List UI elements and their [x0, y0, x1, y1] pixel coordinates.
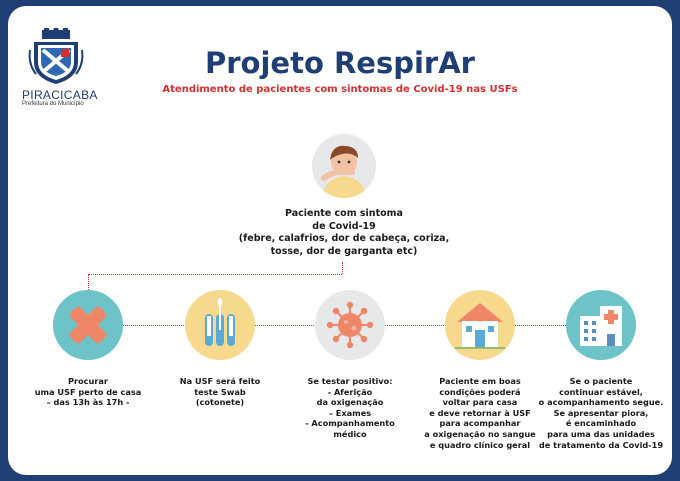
patient-symptoms-text: Paciente com sintoma de Covid-19 (febre,…	[238, 208, 450, 257]
step-2-text: Na USF será feito teste Swab (cotonete)	[179, 376, 261, 408]
red-cross-icon	[69, 306, 107, 344]
step-5-text: Se o paciente continuar estável, o acomp…	[538, 376, 664, 450]
step-3-text: Se testar positivo: - Aferição da oxigen…	[305, 376, 395, 439]
house-icon	[455, 303, 505, 349]
step-4-text: Paciente em boas condições poderá voltar…	[424, 376, 536, 450]
sick-person-icon	[321, 145, 366, 198]
connector-horizontal-top	[88, 274, 342, 275]
infographic-card: PIRACICABA Prefeitura do Município Proje…	[8, 6, 672, 475]
city-logo: PIRACICABA Prefeitura do Município	[22, 28, 102, 107]
virus-icon	[326, 301, 374, 349]
patient-circle	[312, 134, 376, 198]
logo-subtitle: Prefeitura do Município	[22, 101, 84, 107]
connector-patient-down	[342, 262, 343, 274]
swab-tubes-icon	[205, 298, 235, 346]
step-1-circle	[53, 290, 123, 360]
step-4-circle	[445, 290, 515, 360]
step-1-text: Procurar uma USF perto de casa – das 13h…	[34, 376, 142, 408]
step-3-circle	[315, 290, 385, 360]
logo-city-name: PIRACICABA	[22, 88, 98, 102]
coat-of-arms-icon	[28, 28, 84, 84]
hospital-icon	[580, 306, 622, 346]
step-2-circle	[185, 290, 255, 360]
step-5-circle	[566, 290, 636, 360]
page-subtitle: Atendimento de pacientes com sintomas de…	[162, 84, 518, 95]
page-title: Projeto RespirAr	[205, 46, 475, 80]
